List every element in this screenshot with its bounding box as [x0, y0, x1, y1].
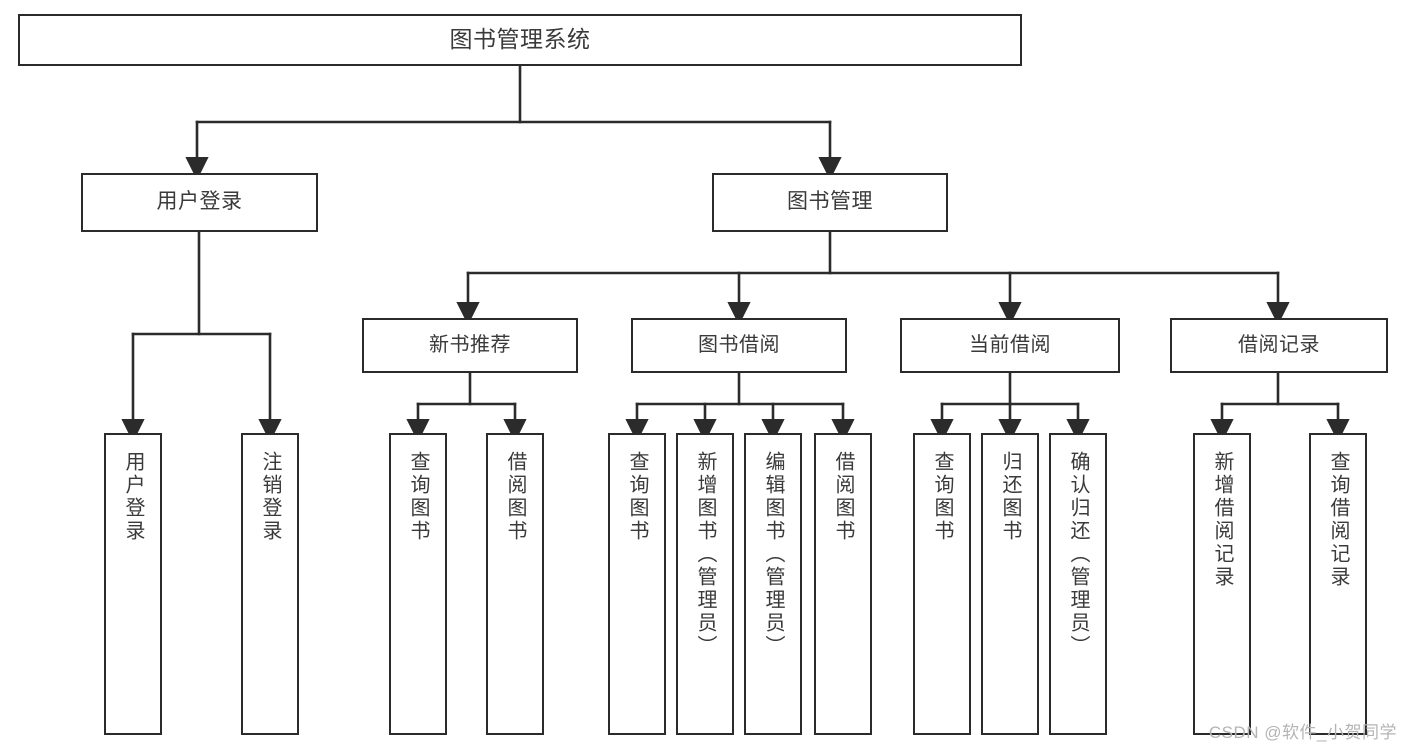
node-label: 用户登录 [122, 451, 144, 543]
node-label: 当前借阅 [969, 333, 1051, 356]
leaf-borrow-record-query-record[interactable]: 查询借阅记录 [1309, 433, 1367, 735]
leaf-current-borrow-confirm-return-admin[interactable]: 确认归还（管理员） [1049, 433, 1107, 735]
leaf-current-borrow-query-book[interactable]: 查询图书 [913, 433, 971, 735]
node-label: 借阅图书 [832, 451, 854, 543]
node-label: 查询图书 [931, 451, 953, 543]
leaf-book-borrow-borrow-book[interactable]: 借阅图书 [814, 433, 872, 735]
node-label: 查询借阅记录 [1327, 451, 1349, 589]
node-label: 确认归还（管理员） [1067, 451, 1089, 658]
leaf-current-borrow-return-book[interactable]: 归还图书 [981, 433, 1039, 735]
leaf-borrow-record-add-record[interactable]: 新增借阅记录 [1193, 433, 1251, 735]
leaf-user-login-logout[interactable]: 注销登录 [241, 433, 299, 735]
node-root-book-management-system[interactable]: 图书管理系统 [18, 14, 1022, 66]
node-label: 注销登录 [259, 451, 281, 543]
node-borrow-record[interactable]: 借阅记录 [1170, 318, 1388, 373]
leaf-new-book-query-book[interactable]: 查询图书 [389, 433, 447, 735]
node-label: 借阅记录 [1238, 333, 1320, 356]
node-book-borrow[interactable]: 图书借阅 [631, 318, 847, 373]
node-user-login[interactable]: 用户登录 [81, 173, 318, 232]
node-label: 图书管理 [787, 190, 873, 214]
node-label: 用户登录 [156, 190, 243, 214]
csdn-watermark: CSDN @软件_小贺同学 [1208, 723, 1397, 742]
node-label: 新增借阅记录 [1211, 451, 1233, 589]
node-label: 图书管理系统 [449, 26, 591, 53]
leaf-book-borrow-add-book-admin[interactable]: 新增图书（管理员） [676, 433, 734, 735]
leaf-book-borrow-query-book[interactable]: 查询图书 [608, 433, 666, 735]
leaf-new-book-borrow-book[interactable]: 借阅图书 [486, 433, 544, 735]
node-label: 查询图书 [626, 451, 648, 543]
node-new-book-recommend[interactable]: 新书推荐 [362, 318, 578, 373]
node-label: 查询图书 [407, 451, 429, 543]
leaf-user-login-login[interactable]: 用户登录 [104, 433, 162, 735]
node-book-management[interactable]: 图书管理 [712, 173, 948, 232]
node-label: 新增图书（管理员） [694, 451, 716, 658]
node-label: 归还图书 [999, 451, 1021, 543]
node-label: 新书推荐 [429, 333, 511, 356]
node-label: 借阅图书 [504, 451, 526, 543]
leaf-book-borrow-edit-book-admin[interactable]: 编辑图书（管理员） [744, 433, 802, 735]
node-label: 图书借阅 [698, 333, 780, 356]
node-label: 编辑图书（管理员） [762, 451, 784, 658]
node-current-borrow[interactable]: 当前借阅 [900, 318, 1120, 373]
